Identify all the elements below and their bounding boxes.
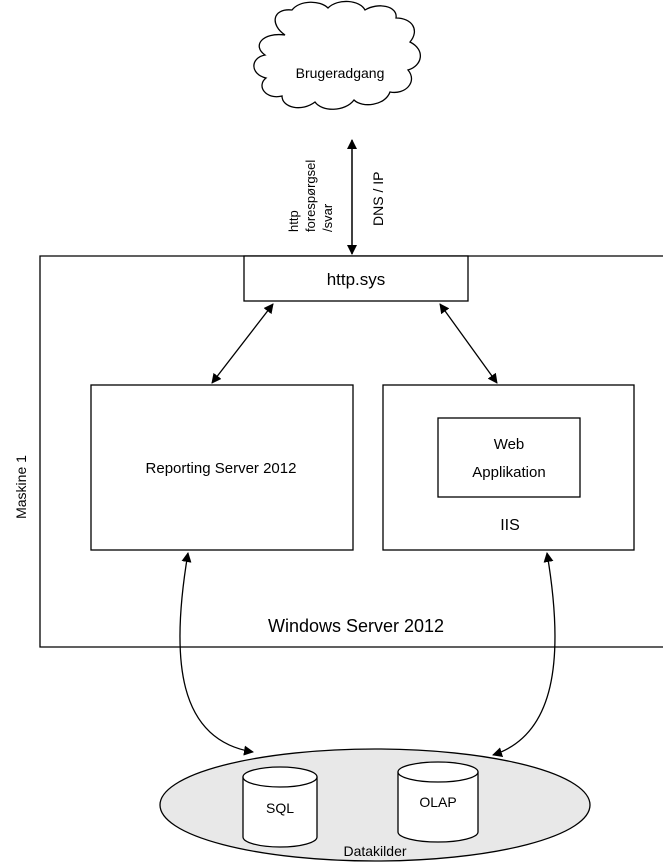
arrow-http-reporting <box>211 303 274 384</box>
reporting-server-label: Reporting Server 2012 <box>146 460 297 477</box>
os-label: Windows Server 2012 <box>268 616 444 636</box>
machine-label: Maskine 1 <box>13 455 29 519</box>
arrow-http-iis <box>439 303 498 384</box>
request-label-line1: http <box>286 210 301 232</box>
request-response-label: http forespørgsel /svar <box>286 160 335 232</box>
cloud-label: Brugeradgang <box>296 65 385 81</box>
arrow-iis-datasources <box>492 552 556 757</box>
dns-ip-label: DNS / IP <box>370 172 386 226</box>
web-app-box <box>437 417 581 498</box>
http-sys-box <box>243 255 469 302</box>
reporting-server-box <box>90 384 354 551</box>
web-app-label-line1: Web <box>494 436 525 453</box>
datasources: Datakilder SQL OLAP <box>159 748 591 862</box>
request-label-line3: /svar <box>320 203 335 232</box>
cloud-brugeradgang: Brugeradgang <box>253 0 421 110</box>
arrow-reporting-datasources <box>179 552 254 756</box>
web-app-label-line2: Applikation <box>472 464 545 481</box>
iis-label: IIS <box>500 517 520 534</box>
olap-cylinder: OLAP <box>397 761 479 843</box>
sql-cylinder: SQL <box>242 766 318 848</box>
http-sys-label: http.sys <box>327 270 386 289</box>
sql-label: SQL <box>266 800 294 816</box>
olap-label: OLAP <box>419 794 456 810</box>
request-label-line2: forespørgsel <box>303 160 318 232</box>
datasources-label: Datakilder <box>343 843 406 859</box>
